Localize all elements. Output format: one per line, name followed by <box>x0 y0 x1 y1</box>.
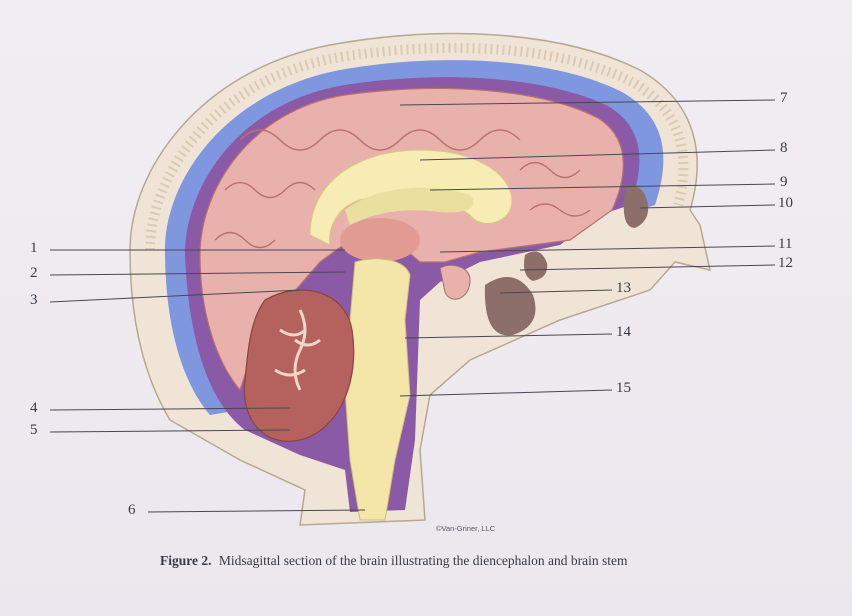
figure-caption: Figure 2. Midsagittal section of the bra… <box>160 553 800 569</box>
leader-line-14 <box>404 333 613 339</box>
leader-line-12 <box>519 264 776 271</box>
label-14: 14 <box>616 324 631 340</box>
thalamus <box>340 218 420 262</box>
leader-line-5 <box>49 429 291 433</box>
copyright-notice: ©Van-Griner, LLC <box>436 524 496 533</box>
figure-label: Figure 2. <box>160 553 212 568</box>
leader-line-7 <box>399 99 776 106</box>
caption-text: Midsagittal section of the brain illustr… <box>218 553 628 568</box>
label-9: 9 <box>780 174 788 190</box>
leader-line-10 <box>639 204 776 209</box>
leader-line-6 <box>147 509 366 513</box>
leader-line-8 <box>419 149 776 161</box>
corpus-callosum <box>309 149 513 246</box>
label-13: 13 <box>616 280 631 296</box>
label-4: 4 <box>30 400 38 416</box>
leader-lines <box>49 99 776 513</box>
label-5: 5 <box>30 422 38 438</box>
sphenoid-sinus <box>484 277 536 336</box>
brainstem <box>344 258 411 521</box>
leader-line-3 <box>49 289 301 303</box>
cerebellum <box>243 289 355 442</box>
label-11: 11 <box>778 236 793 252</box>
pituitary-region <box>439 264 471 300</box>
label-12: 12 <box>778 255 793 271</box>
arbor-vitae <box>274 309 321 391</box>
leader-line-9 <box>429 183 776 191</box>
label-3: 3 <box>30 292 38 308</box>
label-2: 2 <box>30 265 38 281</box>
label-7: 7 <box>780 90 788 106</box>
leader-line-2 <box>49 271 346 276</box>
cerebral-gyri <box>214 129 591 249</box>
leader-line-4 <box>49 407 291 411</box>
label-10: 10 <box>778 195 793 211</box>
label-15: 15 <box>616 380 631 396</box>
frontal-sinus <box>623 186 649 228</box>
label-8: 8 <box>780 140 788 156</box>
label-6: 6 <box>128 502 136 518</box>
lateral-ventricle <box>345 187 474 225</box>
leader-line-11 <box>439 245 776 253</box>
leader-line-13 <box>499 289 613 294</box>
ethmoid-sinus <box>524 251 548 281</box>
label-1: 1 <box>30 240 38 256</box>
leader-line-15 <box>399 389 613 397</box>
skull-bone-texture <box>145 42 689 251</box>
